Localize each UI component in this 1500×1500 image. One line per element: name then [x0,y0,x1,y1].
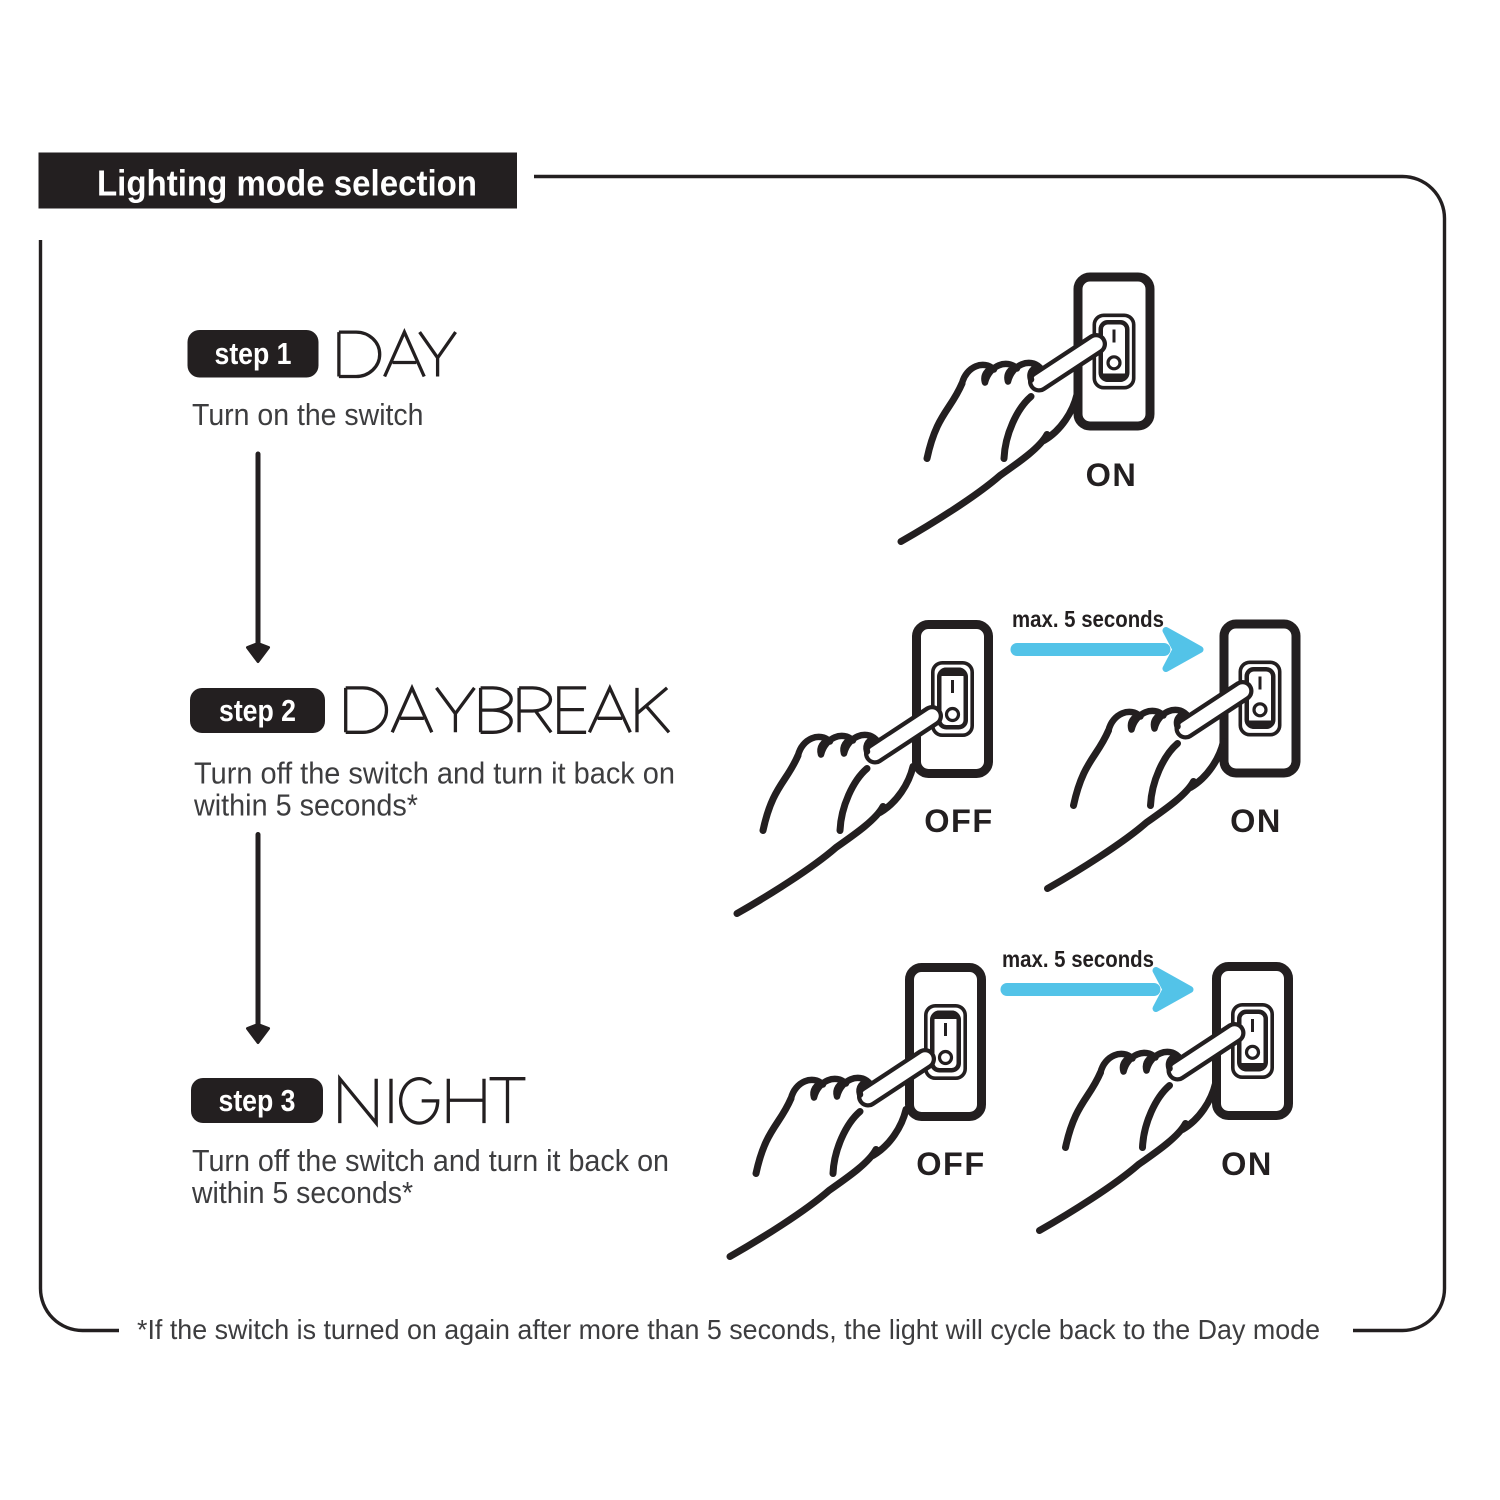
svg-text:Lighting mode selection: Lighting mode selection [97,163,477,204]
svg-text:Turn on the switch: Turn on the switch [192,397,424,432]
svg-text:OFF: OFF [924,803,993,839]
svg-text:max. 5 seconds: max. 5 seconds [1002,946,1154,972]
svg-text:ON: ON [1230,803,1282,839]
svg-text:Turn off the switch and turn i: Turn off the switch and turn it back on [192,1143,669,1178]
svg-text:step 2: step 2 [219,693,296,728]
svg-text:ON: ON [1086,457,1138,493]
svg-text:within 5 seconds*: within 5 seconds* [191,1175,413,1210]
svg-text:within 5 seconds*: within 5 seconds* [193,788,418,823]
svg-text:*If the switch is turned on ag: *If the switch is turned on again after … [137,1314,1320,1345]
svg-text:ON: ON [1221,1146,1273,1182]
svg-text:Turn off the switch and turn i: Turn off the switch and turn it back on [194,756,675,791]
svg-text:max. 5 seconds: max. 5 seconds [1012,606,1164,632]
svg-text:step 3: step 3 [219,1083,296,1118]
svg-text:OFF: OFF [916,1146,985,1182]
svg-text:step 1: step 1 [215,336,292,371]
